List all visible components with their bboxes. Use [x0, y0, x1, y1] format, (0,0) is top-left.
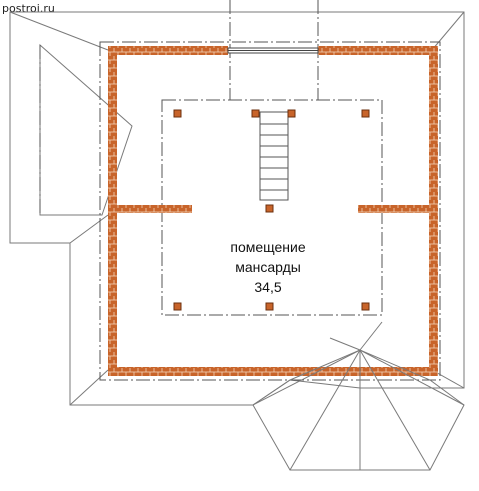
wall-left — [108, 46, 117, 376]
wall-right — [429, 46, 438, 376]
roof-hip-left — [10, 214, 109, 244]
post — [251, 109, 260, 118]
staircase — [259, 111, 289, 201]
post — [265, 302, 274, 311]
inner-axis — [161, 99, 383, 316]
bay-roof — [252, 321, 465, 471]
wall-top-right — [318, 46, 438, 55]
roof-hip-top-left — [9, 11, 109, 51]
post — [361, 109, 370, 118]
post — [173, 302, 182, 311]
room-name-line1: помещение — [230, 239, 305, 255]
post — [361, 302, 370, 311]
outer-axis — [99, 41, 441, 381]
post — [265, 204, 274, 213]
post — [287, 109, 296, 118]
wall-stub-left — [117, 205, 192, 213]
roof-hip-bottom-left — [69, 369, 109, 406]
post — [173, 109, 182, 118]
room-name-line2: мансарды — [235, 259, 301, 275]
wall-top-left — [108, 46, 228, 55]
wall-bottom — [108, 367, 438, 376]
roof-hip-top-right — [431, 11, 465, 51]
room-area: 34,5 — [254, 279, 281, 295]
wall-stub-right — [358, 205, 429, 213]
